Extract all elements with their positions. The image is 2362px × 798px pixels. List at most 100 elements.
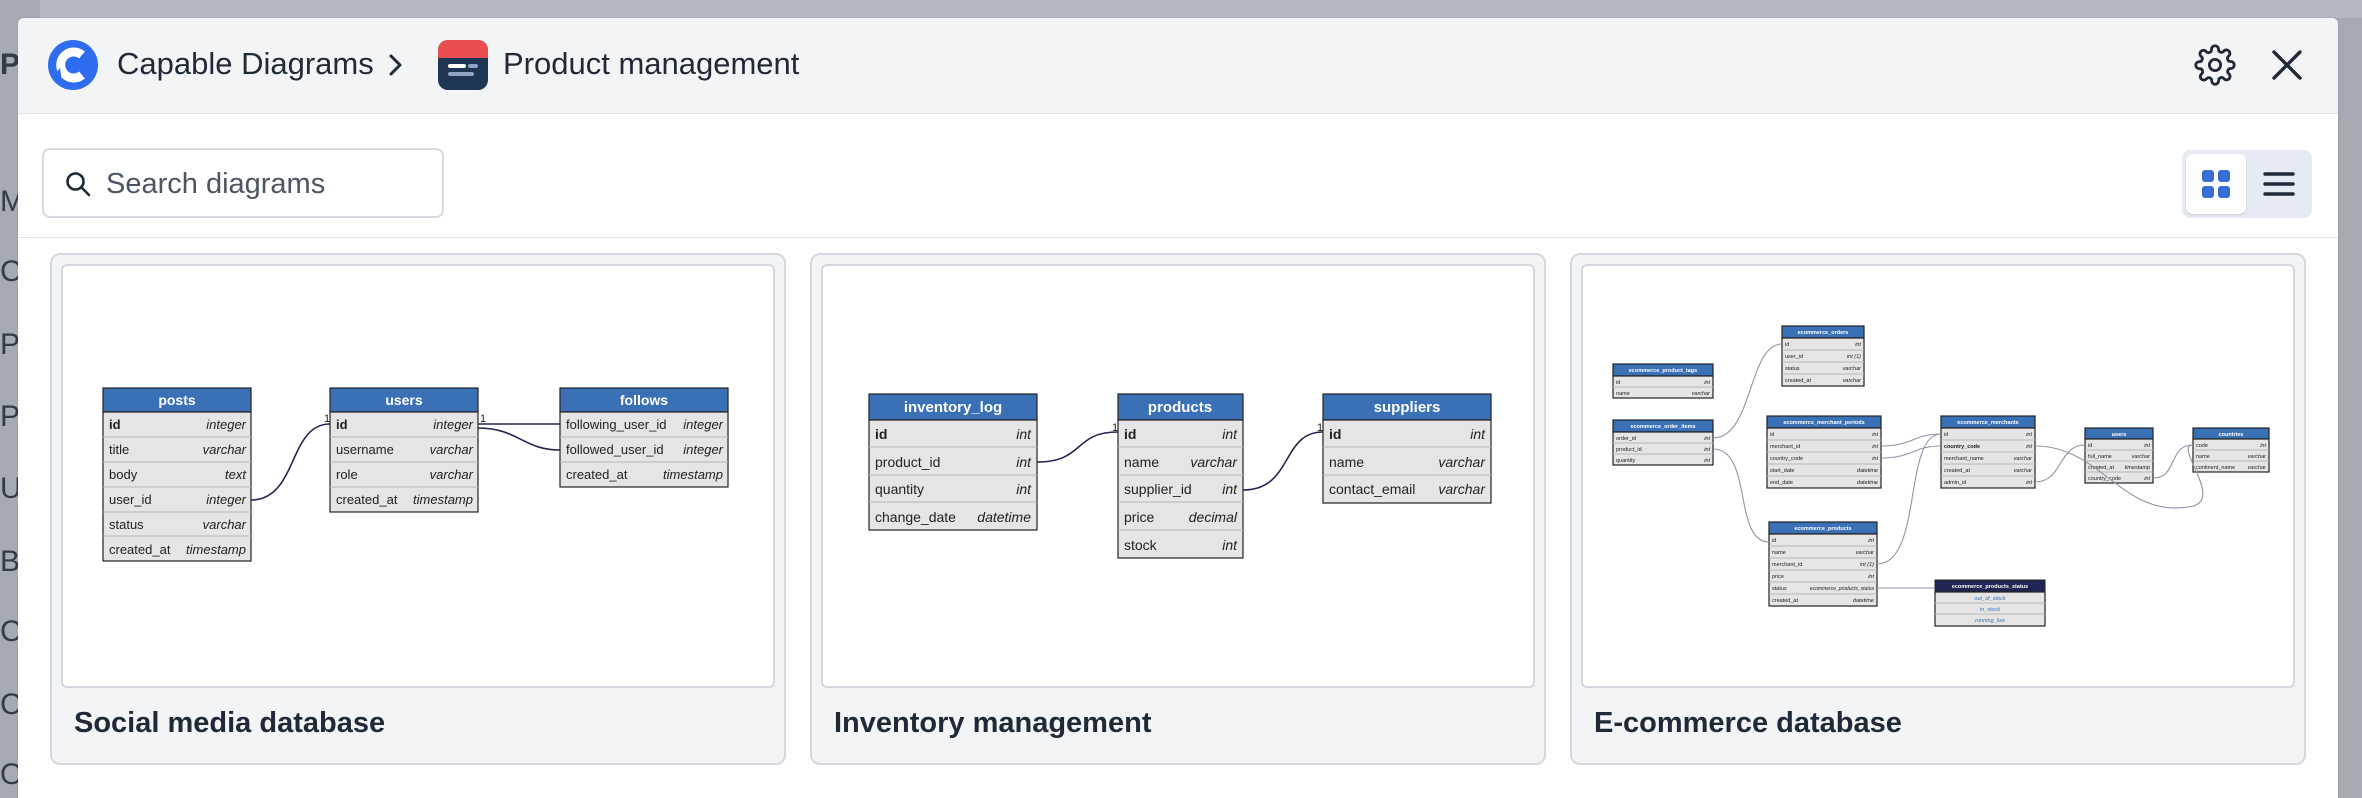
- relation-edge: [1242, 431, 1324, 491]
- diagram-cell-text: integer: [433, 417, 473, 432]
- relation-edge: [1712, 343, 1783, 439]
- diagram-cell-text: country_code: [1944, 444, 1980, 450]
- diagram-cell-text: varchar: [1843, 366, 1863, 372]
- diagram-cell-text: body: [109, 467, 138, 482]
- grid-view-button[interactable]: [2186, 154, 2246, 214]
- diagram-cell-text: ecommerce_merchant_periods: [1783, 420, 1864, 426]
- diagram-cell-text: id: [109, 417, 121, 432]
- diagram-cell-text: name: [1616, 391, 1630, 397]
- diagram-cell-text: user_id: [109, 492, 152, 507]
- diagram-cell-text: int: [1872, 456, 1878, 462]
- diagram-title: Inventory management: [834, 707, 1152, 739]
- diagram-cell-text: ecommerce_merchants: [1957, 420, 2018, 426]
- project-breadcrumb[interactable]: Product management: [503, 46, 800, 81]
- diagram-cell-text: inventory_log: [904, 399, 1002, 416]
- diagram-cell-text: 1: [480, 413, 486, 425]
- capable-logo-icon[interactable]: [46, 38, 100, 92]
- diagram-cell-text: merchant_name: [1944, 456, 1984, 462]
- diagram-cell-text: int: [1868, 574, 1874, 580]
- diagram-cell-text: integer: [683, 442, 723, 457]
- modal-header: Capable Diagrams Product management: [18, 18, 2338, 114]
- diagram-cell-text: merchant_id: [1770, 444, 1800, 450]
- diagram-cell-text: created_at: [109, 542, 171, 557]
- close-icon[interactable]: [2268, 46, 2306, 84]
- diagram-thumbnail: posts id integer title varchar body text…: [61, 264, 775, 688]
- inventory-diagram: inventory_log id int product_id int quan…: [868, 393, 1492, 559]
- er-table-users: users id integer username varchar role v…: [329, 387, 479, 513]
- diagram-cell-text: integer: [206, 417, 246, 432]
- diagram-cell-text: created_at: [336, 492, 398, 507]
- er-table-countries: countries code int name varchar continen…: [2192, 427, 2270, 473]
- diagram-cell-text: datetime: [1853, 598, 1874, 604]
- er-table-ecommerce_order_items: ecommerce_order_items order_id int produ…: [1612, 419, 1714, 466]
- list-view-button[interactable]: [2250, 154, 2308, 214]
- list-icon: [2263, 172, 2295, 196]
- diagram-cell-text: varchar: [203, 442, 247, 457]
- diagram-card[interactable]: posts id integer title varchar body text…: [50, 253, 786, 765]
- diagram-cell-text: status: [109, 517, 144, 532]
- diagram-cell-text: order_id: [1616, 436, 1636, 442]
- diagram-cell-text: int: [2026, 432, 2032, 438]
- diagram-cell-text: int: [1855, 342, 1861, 348]
- diagram-cell-text: countries: [2219, 432, 2244, 438]
- diagram-cell-text: ecommerce_order_items: [1630, 424, 1695, 430]
- diagram-cell-text: timestamp: [2125, 465, 2150, 471]
- diagram-cell-text: int (1): [1860, 562, 1874, 568]
- diagram-cell-text: country_code: [2088, 476, 2121, 482]
- diagram-cell-text: product_id: [1616, 447, 1642, 453]
- search-input[interactable]: [106, 162, 426, 206]
- diagram-cell-text: varchar: [2014, 468, 2034, 474]
- background-text: P: [0, 48, 21, 81]
- diagram-cell-text: follows: [620, 392, 668, 408]
- diagram-cell-text: created_at: [2088, 465, 2114, 471]
- diagram-cell-text: supplier_id: [1124, 481, 1192, 497]
- diagram-cell-text: change_date: [875, 509, 956, 525]
- diagram-cell-text: int: [1016, 481, 1032, 497]
- diagram-cell-text: varchar: [2132, 454, 2152, 460]
- diagram-cell-text: running_low: [1975, 618, 2006, 624]
- diagram-cell-text: varchar: [430, 442, 474, 457]
- background-top-bar: [0, 0, 2362, 18]
- diagram-cell-text: 1: [1317, 422, 1323, 434]
- diagram-cell-text: start_date: [1770, 468, 1794, 474]
- diagram-cell-text: country_code: [1770, 456, 1803, 462]
- diagram-cell-text: created_at: [566, 467, 628, 482]
- diagram-cell-text: varchar: [1438, 454, 1486, 470]
- chevron-right-icon: [389, 54, 402, 76]
- diagram-cell-text: contact_email: [1329, 481, 1415, 497]
- diagram-cell-text: varchar: [1692, 391, 1712, 397]
- er-table-inventory_log: inventory_log id int product_id int quan…: [868, 393, 1038, 531]
- diagram-cell-text: decimal: [1189, 509, 1238, 525]
- diagram-cell-text: price: [1124, 509, 1155, 525]
- diagram-cell-text: int: [1016, 426, 1032, 442]
- diagram-cell-text: int: [2260, 443, 2266, 449]
- diagram-cell-text: int: [1016, 454, 1032, 470]
- diagram-cell-text: continent_name: [2196, 465, 2235, 471]
- diagram-cell-text: varchar: [203, 517, 247, 532]
- diagram-card[interactable]: ecommerce_product_tags id int name varch…: [1570, 253, 2306, 765]
- relation-edge: [2152, 444, 2194, 479]
- diagram-cell-text: varchar: [1843, 378, 1863, 384]
- er-table-ecommerce_merchants: ecommerce_merchants id int country_code …: [1940, 415, 2036, 489]
- er-table-ecommerce_product_tags: ecommerce_product_tags id int name varch…: [1612, 363, 1714, 399]
- er-table-products: products id int name varchar supplier_id…: [1117, 393, 1244, 559]
- relation-edge: [1876, 433, 1942, 565]
- relation-edge: [1712, 448, 1770, 543]
- diagram-cell-text: status: [1772, 586, 1787, 592]
- diagram-cell-text: int: [1704, 436, 1710, 442]
- relation-edge: [1880, 433, 1942, 447]
- diagram-card[interactable]: inventory_log id int product_id int quan…: [810, 253, 1546, 765]
- diagram-cell-text: id: [1329, 426, 1341, 442]
- gear-icon[interactable]: [2194, 44, 2236, 86]
- diagram-cell-text: int: [2026, 480, 2032, 486]
- search-box[interactable]: [42, 148, 444, 218]
- diagram-cell-text: followed_user_id: [566, 442, 664, 457]
- diagram-cell-text: status: [1785, 366, 1800, 372]
- relation-edge: [1880, 445, 1942, 459]
- brand-breadcrumb[interactable]: Capable Diagrams: [117, 46, 374, 81]
- diagram-cell-text: product_id: [875, 454, 940, 470]
- diagram-cell-text: full_name: [2088, 454, 2112, 460]
- diagram-cell-text: ecommerce_products: [1794, 526, 1851, 532]
- diagram-cell-text: out_of_stock: [1974, 596, 2005, 602]
- diagram-cell-text: products: [1148, 399, 1212, 416]
